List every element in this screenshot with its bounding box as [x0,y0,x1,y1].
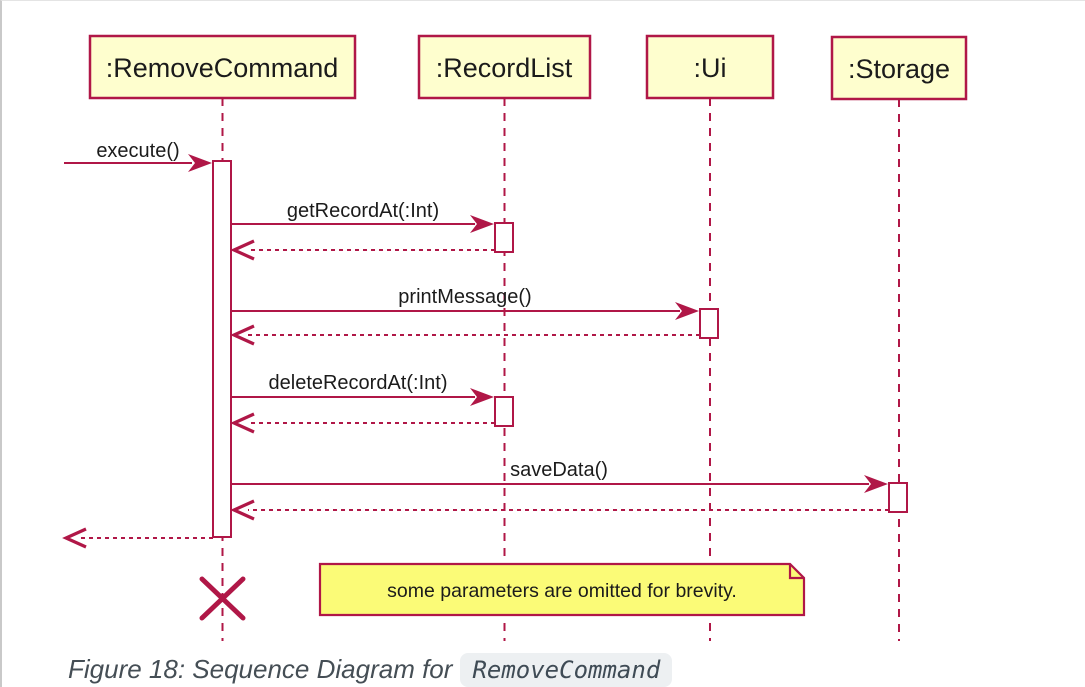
note: some parameters are omitted for brevity. [318,562,806,617]
activation-recordlist-2 [494,396,514,427]
sequence-diagram: :RemoveCommand :RecordList :Ui :Storage … [62,34,968,641]
activation-removecommand [212,160,232,538]
return-arrowhead-savedata [230,499,255,521]
participant-box-storage [830,35,968,101]
participant-box-removecommand [88,34,357,100]
participant-label-storage: :Storage [848,54,950,84]
activation-recordlist-1 [494,222,514,253]
participant-box-ui [645,34,775,100]
figure-caption-text: Figure 18: Sequence Diagram for [68,654,453,684]
participant-label-removecommand: :RemoveCommand [106,53,339,83]
arrowhead-savedata [864,475,888,493]
activation-ui [699,308,719,339]
participant-label-ui: :Ui [694,53,727,83]
return-arrowhead-deleterecordat [230,412,255,434]
figure-caption-code-chip: RemoveCommand [460,653,673,687]
return-arrowhead-getrecordat [230,239,255,261]
arrowhead-deleterecordat [470,388,494,406]
arrowhead-execute [188,154,212,172]
participant-box-recordlist [417,34,592,100]
return-arrowhead-final [62,527,87,549]
note-text: some parameters are omitted for brevity. [387,580,737,602]
participant-label-recordlist: :RecordList [436,53,573,83]
arrowhead-getrecordat [470,215,494,233]
note-fold-corner [788,564,804,580]
message-label-execute: execute() [96,140,179,162]
note-shape [318,562,806,617]
arrowhead-printmessage [675,302,699,320]
message-label-deleterecordat: deleteRecordAt(:Int) [269,372,448,394]
return-arrowhead-printmessage [230,324,255,346]
destruction-x-icon [199,576,246,621]
activation-storage [888,482,908,513]
message-label-getrecordat: getRecordAt(:Int) [287,200,439,222]
message-label-savedata: saveData() [510,459,608,481]
message-label-printmessage: printMessage() [398,286,531,308]
